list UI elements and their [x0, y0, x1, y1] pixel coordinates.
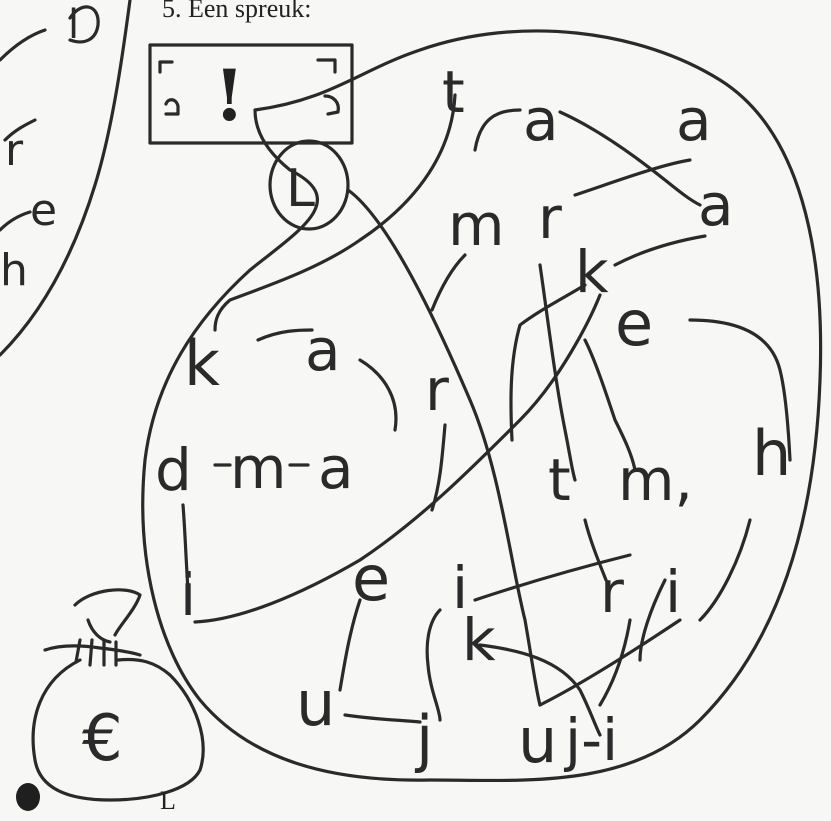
money-bag-icon — [16, 590, 203, 811]
maze-letter: t — [442, 58, 465, 126]
maze-letter: a — [698, 171, 734, 239]
maze-letter: a — [305, 316, 341, 384]
maze-letter: m — [448, 191, 505, 259]
maze-letter: e — [352, 542, 390, 615]
maze-letter: a — [523, 86, 559, 154]
maze-letter: h — [752, 417, 791, 490]
maze-letter: i — [665, 558, 681, 626]
maze-letter: k — [575, 238, 609, 306]
left-fragment-outline — [0, 0, 130, 355]
maze-letter: u — [296, 667, 335, 740]
maze-letter: d — [155, 436, 192, 504]
maze-letter: j-i — [563, 706, 618, 774]
maze-letter: m, — [618, 446, 693, 514]
maze-letter: a — [676, 86, 712, 154]
maze-letter: r — [600, 558, 624, 626]
figure-label: L — [160, 786, 176, 816]
exclamation-icon: ! — [214, 54, 245, 137]
maze-letter: r — [425, 356, 449, 424]
maze-letter: k — [184, 327, 220, 400]
maze-letter: u — [518, 704, 557, 777]
fragment-letter: e — [30, 185, 57, 236]
maze-letter: i — [180, 561, 196, 629]
maze-letter: m — [230, 434, 287, 502]
fragment-letter: r — [5, 125, 24, 176]
euro-icon: € — [82, 702, 123, 776]
maze-letter: j — [414, 702, 433, 775]
fragment-letter: h — [0, 245, 28, 296]
start-letter: L — [286, 159, 315, 219]
maze-letter: t — [548, 446, 571, 514]
maze-letter: k — [462, 606, 496, 674]
maze-letter: e — [615, 287, 653, 360]
maze-letter: r — [538, 184, 562, 252]
fragment-letter: l — [68, 2, 79, 48]
maze-letter: a — [318, 434, 354, 502]
